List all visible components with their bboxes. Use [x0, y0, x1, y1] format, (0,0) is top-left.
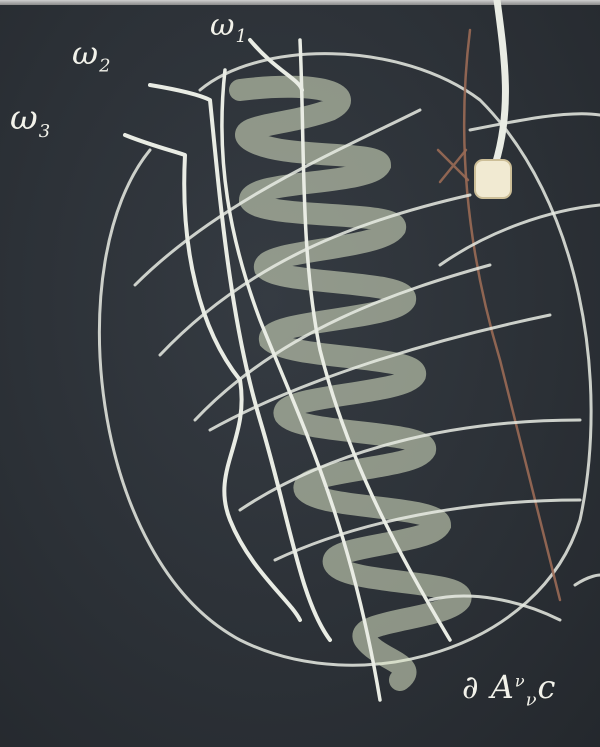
chalk-holder-wire [495, 0, 505, 165]
right-edge-arc [575, 575, 600, 585]
helix-coil [240, 87, 461, 680]
bottom-formula: ∂ Aννc [462, 668, 556, 710]
chalk-piece-icon [475, 160, 511, 198]
right-arc-mid [440, 205, 600, 265]
right-arc-top [470, 114, 600, 130]
omega3-label: ω3 [10, 98, 51, 142]
omega1-label: ω1 [210, 8, 248, 47]
omega2-label: ω2 [72, 34, 112, 76]
red-cross-mark [438, 150, 468, 182]
